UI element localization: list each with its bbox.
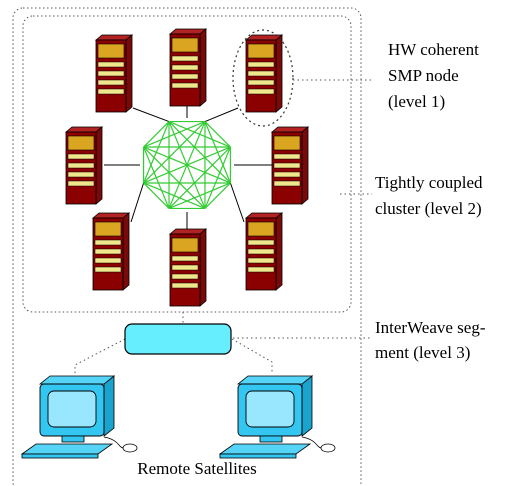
mesh-link [143,182,206,209]
segment-boundary [12,7,362,486]
mesh-link [168,121,231,148]
server-icon [270,126,310,205]
server-icon [168,28,208,107]
server-icon [244,34,284,113]
segment-label-line-2: ment (level 3) [375,343,470,362]
server-icon [64,126,104,205]
network-hub-icon [124,323,232,355]
cluster-label-line-1: Tightly coupled [375,173,483,192]
mesh-link [168,146,231,209]
mesh-link [204,182,231,209]
servers [64,28,310,307]
server-icon [244,212,284,291]
cluster-link [130,182,145,223]
mesh-link [143,182,170,209]
smp-node-ellipse [232,29,294,127]
mesh-link [143,146,170,209]
cluster-boundary [22,15,352,313]
remote-satellites [20,375,336,459]
cluster-link [229,182,245,223]
computer-icon [20,375,138,459]
satellites-label: Remote Satellites [137,459,256,478]
segment-label-line-1: InterWeave seg- [375,318,486,337]
mesh-link [168,121,206,209]
mesh-link [168,121,231,184]
mesh-link [143,121,206,184]
mesh-link [143,146,206,209]
server-icon [91,212,131,291]
label-leaders [74,79,372,376]
mesh-link [143,121,170,148]
server-icon [94,34,134,113]
smp-node-label-line-2: SMP node [388,66,459,85]
cluster-label-line-2: cluster (level 2) [375,199,482,218]
mesh-link [204,121,231,148]
smp-node-label-line-3: (level 1) [388,92,445,111]
cluster-link [132,107,170,123]
smp-node-label-line-1: HW coherent [388,40,479,59]
smp-node-label: HW coherent SMP node (level 1) [388,40,483,111]
server-icon [168,228,208,307]
mesh-link [143,121,170,184]
cluster-label: Tightly coupled cluster (level 2) [375,173,487,218]
segment-label: InterWeave seg- ment (level 3) [375,318,490,362]
mesh-interconnect [142,120,232,210]
computer-icon [218,375,336,459]
cluster-link [204,107,239,123]
